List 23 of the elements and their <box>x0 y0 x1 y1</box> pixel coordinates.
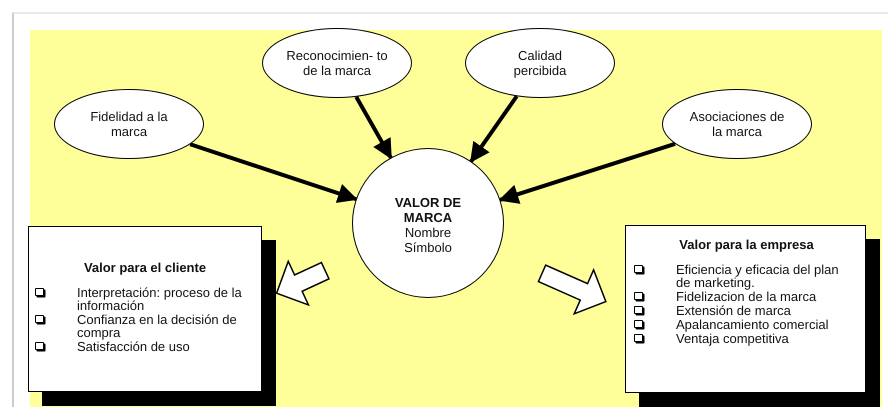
arrow <box>498 142 676 204</box>
node-label: Calidad percibida <box>512 48 568 78</box>
arrow <box>470 95 518 163</box>
node-label: Reconocimien- to de la marca <box>285 48 389 78</box>
list-item: Interpretación: proceso de la información <box>77 286 243 312</box>
node-sublabel: Símbolo <box>404 240 452 255</box>
list-item: Confianza en la decisión de compra <box>77 313 238 339</box>
node-label: Asociaciones de la marca <box>690 109 784 139</box>
list-item: Ventaja competitiva <box>676 332 790 345</box>
panel-title: Valor para la empresa <box>678 238 815 251</box>
list-item: Eficiencia y eficacia del plan de marketing. <box>676 263 840 289</box>
hollow-arrow <box>537 264 607 316</box>
arrow <box>354 96 393 160</box>
list-item: Apalancamiento comercial <box>676 318 830 331</box>
list-item: Extensión de marca <box>676 304 792 317</box>
panel-title: Valor para el cliente <box>82 261 208 274</box>
node-label: VALOR DE MARCA <box>394 195 462 225</box>
list-item: Satisfacción de uso <box>77 340 191 353</box>
hollow-arrow <box>276 259 330 306</box>
node-label: Fidelidad a la marca <box>89 109 169 139</box>
arrow <box>190 142 358 203</box>
list-item: Fidelizacion de la marca <box>676 290 818 303</box>
node-sublabel: Nombre <box>404 225 452 240</box>
